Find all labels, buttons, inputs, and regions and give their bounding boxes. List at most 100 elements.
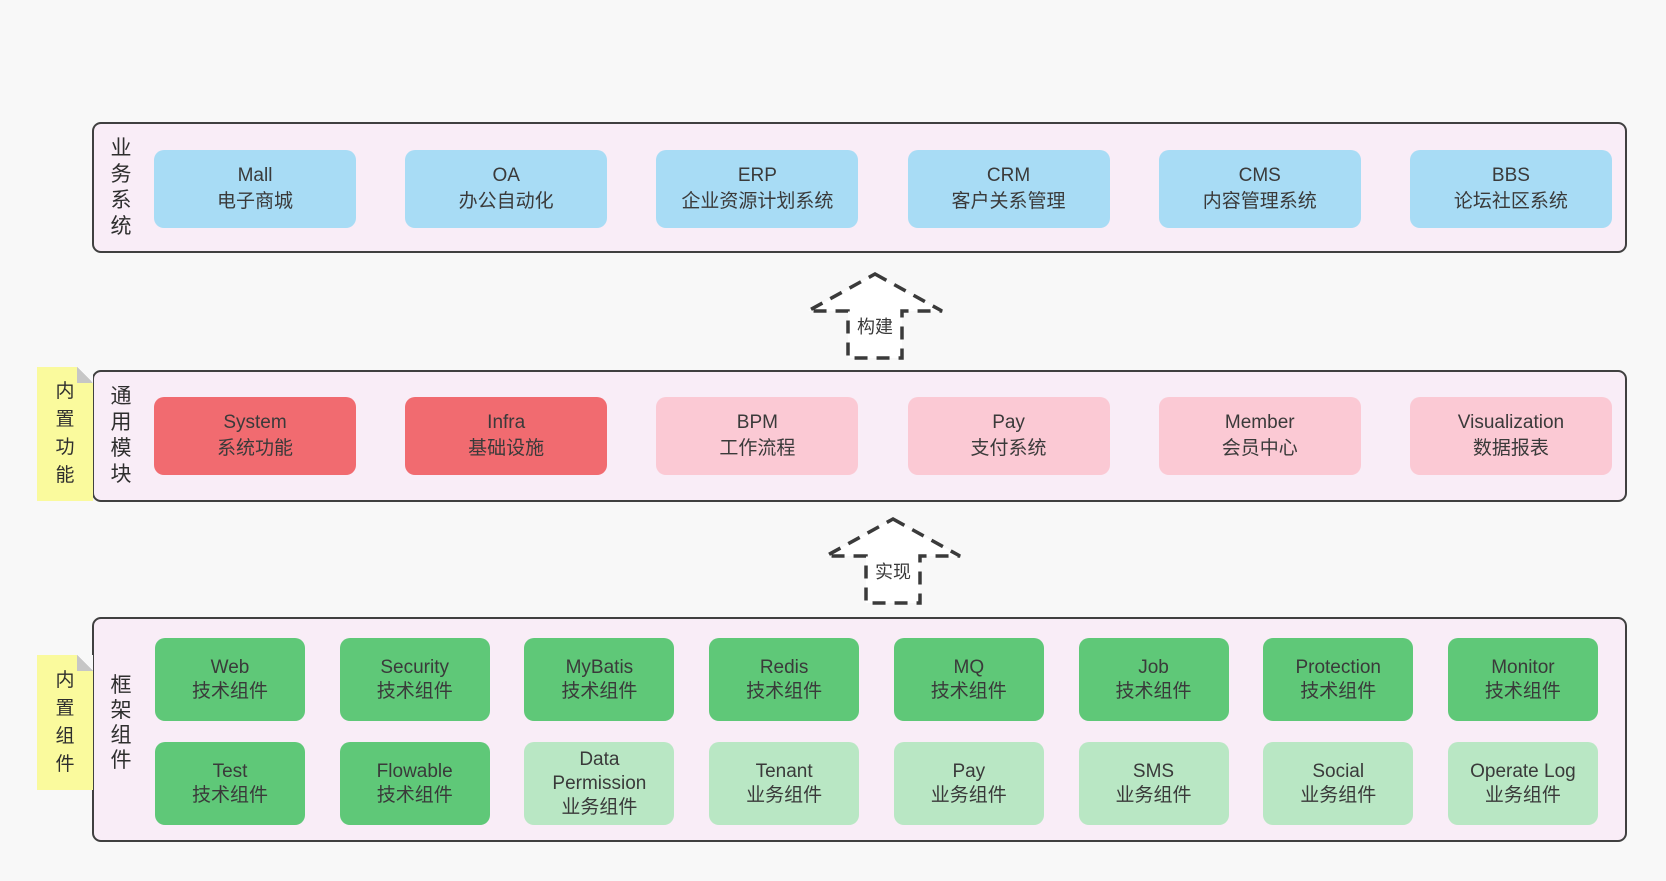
build-arrow: 构建 (805, 271, 945, 361)
box-mybatis: MyBatis 技术组件 (524, 638, 675, 721)
box-title: Web (210, 656, 250, 678)
box-title: CMS (1238, 165, 1281, 186)
box-title: Data Permission (552, 748, 647, 794)
box-social: Social 业务组件 (1263, 742, 1414, 825)
box-title: Security (380, 656, 450, 678)
box-title: BBS (1491, 165, 1530, 186)
box-subtitle: 论坛社区系统 (1453, 191, 1568, 212)
box-title: Social (1312, 760, 1365, 782)
box-subtitle: 技术组件 (746, 680, 823, 702)
box-member: Member 会员中心 (1158, 397, 1361, 475)
box-subtitle: 客户关系管理 (951, 191, 1066, 212)
box-subtitle: 企业资源计划系统 (681, 191, 834, 212)
box-title: Test (212, 760, 248, 782)
business-box-row: Mall 电子商城 OA 办公自动化 ERP 企业资源计划系统 CRM 客户关系… (154, 150, 1612, 228)
builtin-features-note-label: 内置功能 (55, 381, 75, 486)
box-title: System (223, 412, 287, 433)
box-subtitle: 会员中心 (1221, 438, 1298, 459)
box-title: Job (1138, 656, 1169, 678)
box-subtitle: 技术组件 (930, 680, 1007, 702)
box-subtitle: 业务组件 (746, 784, 823, 806)
box-title: MQ (953, 656, 985, 678)
box-subtitle: 技术组件 (1300, 680, 1377, 702)
implement-arrow-label: 实现 (872, 558, 914, 584)
box-title: Member (1224, 412, 1295, 433)
business-systems-layer: 业务系统 Mall 电子商城 OA 办公自动化 ERP 企业资源计划系统 CRM… (92, 122, 1627, 253)
box-tenant: Tenant 业务组件 (709, 742, 860, 825)
box-title: Infra (487, 412, 526, 433)
box-system: System 系统功能 (154, 397, 356, 475)
box-subtitle: 工作流程 (719, 438, 796, 459)
box-subtitle: 技术组件 (376, 680, 453, 702)
box-bbs: BBS 论坛社区系统 (1409, 150, 1612, 228)
box-subtitle: 电子商城 (216, 191, 293, 212)
framework-components-layer: 框架组件 Web 技术组件 Security 技术组件 MyBatis 技术组件… (92, 617, 1627, 842)
framework-layer-label: 框架组件 (110, 673, 132, 772)
implement-arrow: 实现 (823, 516, 963, 606)
builtin-components-note-label: 内置组件 (55, 669, 75, 775)
box-monitor: Monitor 技术组件 (1447, 638, 1598, 721)
box-title: SMS (1132, 760, 1175, 782)
box-subtitle: 技术组件 (561, 680, 638, 702)
box-title: Flowable (376, 760, 453, 782)
box-subtitle: 技术组件 (376, 784, 453, 806)
box-cms: CMS 内容管理系统 (1158, 150, 1361, 228)
box-pay: Pay 支付系统 (907, 397, 1110, 475)
box-subtitle: 数据报表 (1472, 438, 1549, 459)
box-title: Redis (759, 656, 809, 678)
box-flowable: Flowable 技术组件 (339, 742, 490, 825)
folded-corner-icon (77, 367, 93, 383)
box-subtitle: 系统功能 (216, 438, 293, 459)
box-subtitle: 基础设施 (468, 438, 545, 459)
business-layer-label: 业务系统 (110, 136, 132, 238)
box-subtitle: 业务组件 (1300, 784, 1377, 806)
box-title: Operate Log (1470, 760, 1576, 782)
box-subtitle: 内容管理系统 (1202, 191, 1317, 212)
box-subtitle: 业务组件 (930, 784, 1007, 806)
box-title: OA (492, 165, 520, 186)
framework-box-row-1: Web 技术组件 Security 技术组件 MyBatis 技术组件 Redi… (155, 638, 1598, 721)
box-mall: Mall 电子商城 (154, 150, 356, 228)
box-operate-log: Operate Log 业务组件 (1447, 742, 1598, 825)
build-arrow-label: 构建 (854, 313, 896, 339)
box-erp: ERP 企业资源计划系统 (656, 150, 859, 228)
box-bpm: BPM 工作流程 (656, 397, 859, 475)
box-title: CRM (986, 165, 1031, 186)
box-title: BPM (736, 412, 778, 433)
box-title: ERP (737, 165, 777, 186)
box-oa: OA 办公自动化 (405, 150, 608, 228)
box-subtitle: 支付系统 (970, 438, 1047, 459)
box-title: Protection (1295, 656, 1381, 678)
builtin-features-note: 内置功能 (37, 367, 93, 501)
box-mq: MQ 技术组件 (893, 638, 1044, 721)
box-infra: Infra 基础设施 (405, 397, 608, 475)
box-visualization: Visualization 数据报表 (1409, 397, 1612, 475)
box-title: Tenant (755, 760, 813, 782)
builtin-components-note: 内置组件 (37, 655, 93, 790)
box-subtitle: 办公自动化 (458, 191, 554, 212)
box-job: Job 技术组件 (1078, 638, 1229, 721)
box-subtitle: 业务组件 (1115, 784, 1192, 806)
box-subtitle: 业务组件 (561, 796, 638, 818)
box-subtitle: 技术组件 (191, 680, 268, 702)
box-title: Monitor (1491, 656, 1555, 678)
box-data-permission: Data Permission 业务组件 (524, 742, 675, 825)
box-redis: Redis 技术组件 (709, 638, 860, 721)
framework-box-row-2: Test 技术组件 Flowable 技术组件 Data Permission … (155, 742, 1598, 825)
box-title: Visualization (1457, 412, 1565, 433)
box-web: Web 技术组件 (155, 638, 305, 721)
common-layer-label: 通用模块 (110, 385, 132, 486)
box-subtitle: 技术组件 (1484, 680, 1561, 702)
common-box-row: System 系统功能 Infra 基础设施 BPM 工作流程 Pay 支付系统… (154, 397, 1612, 475)
box-title: MyBatis (565, 656, 634, 678)
box-subtitle: 技术组件 (191, 784, 268, 806)
box-title: Pay (992, 412, 1025, 433)
box-pay-component: Pay 业务组件 (893, 742, 1044, 825)
box-sms: SMS 业务组件 (1078, 742, 1229, 825)
box-test: Test 技术组件 (155, 742, 305, 825)
box-title: Pay (952, 760, 986, 782)
box-subtitle: 技术组件 (1115, 680, 1192, 702)
box-subtitle: 业务组件 (1484, 784, 1561, 806)
common-modules-layer: 通用模块 System 系统功能 Infra 基础设施 BPM 工作流程 Pay… (92, 370, 1627, 502)
